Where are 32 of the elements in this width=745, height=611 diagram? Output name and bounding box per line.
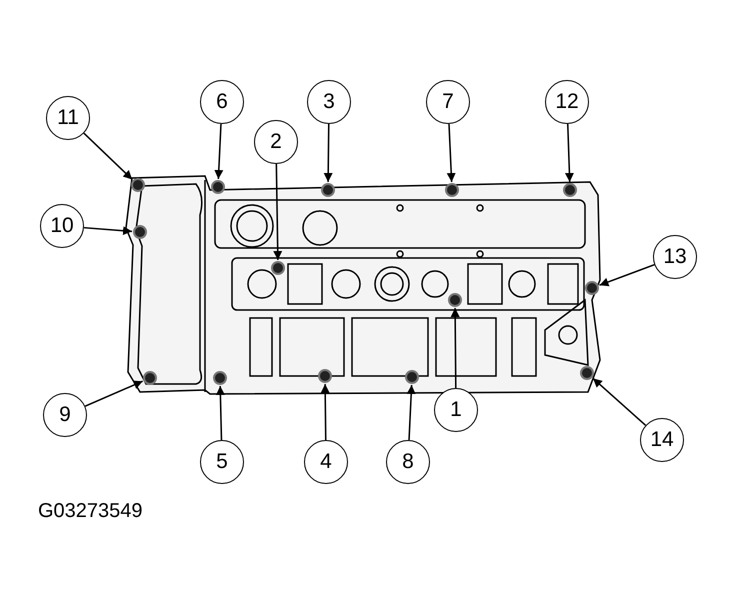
leader-arrow <box>564 124 574 182</box>
callout-number: 1 <box>434 388 478 432</box>
callout-number: 3 <box>307 80 351 124</box>
leader-arrow <box>320 384 330 440</box>
leader-arrow <box>599 264 655 286</box>
callout-number: 13 <box>653 235 697 279</box>
callout-number: 8 <box>386 440 430 484</box>
bolt <box>211 180 225 194</box>
callout-number: 2 <box>254 120 298 164</box>
leader-arrow <box>84 380 143 407</box>
leader-arrow <box>406 384 416 440</box>
callout-number: 10 <box>40 204 84 248</box>
leader-arrow <box>450 308 460 388</box>
callout-number: 12 <box>545 80 589 124</box>
bolt <box>445 183 459 197</box>
callout-number: 6 <box>200 80 244 124</box>
callout-number: 14 <box>640 418 684 462</box>
leader-arrow <box>273 164 282 260</box>
figure-code: G03273549 <box>38 500 143 523</box>
leader-arrow <box>592 378 646 426</box>
leader-arrow <box>214 124 224 180</box>
bolt <box>321 183 335 197</box>
callout-number: 11 <box>46 96 90 140</box>
leader-arrow <box>446 124 456 182</box>
callout-number: 5 <box>200 440 244 484</box>
leader-arrow <box>84 226 132 236</box>
callout-number: 4 <box>304 440 348 484</box>
callout-number: 7 <box>426 80 470 124</box>
leader-arrow <box>324 124 333 182</box>
leader-arrow <box>216 386 225 440</box>
callout-number: 9 <box>43 393 87 437</box>
leader-arrow <box>83 132 133 180</box>
